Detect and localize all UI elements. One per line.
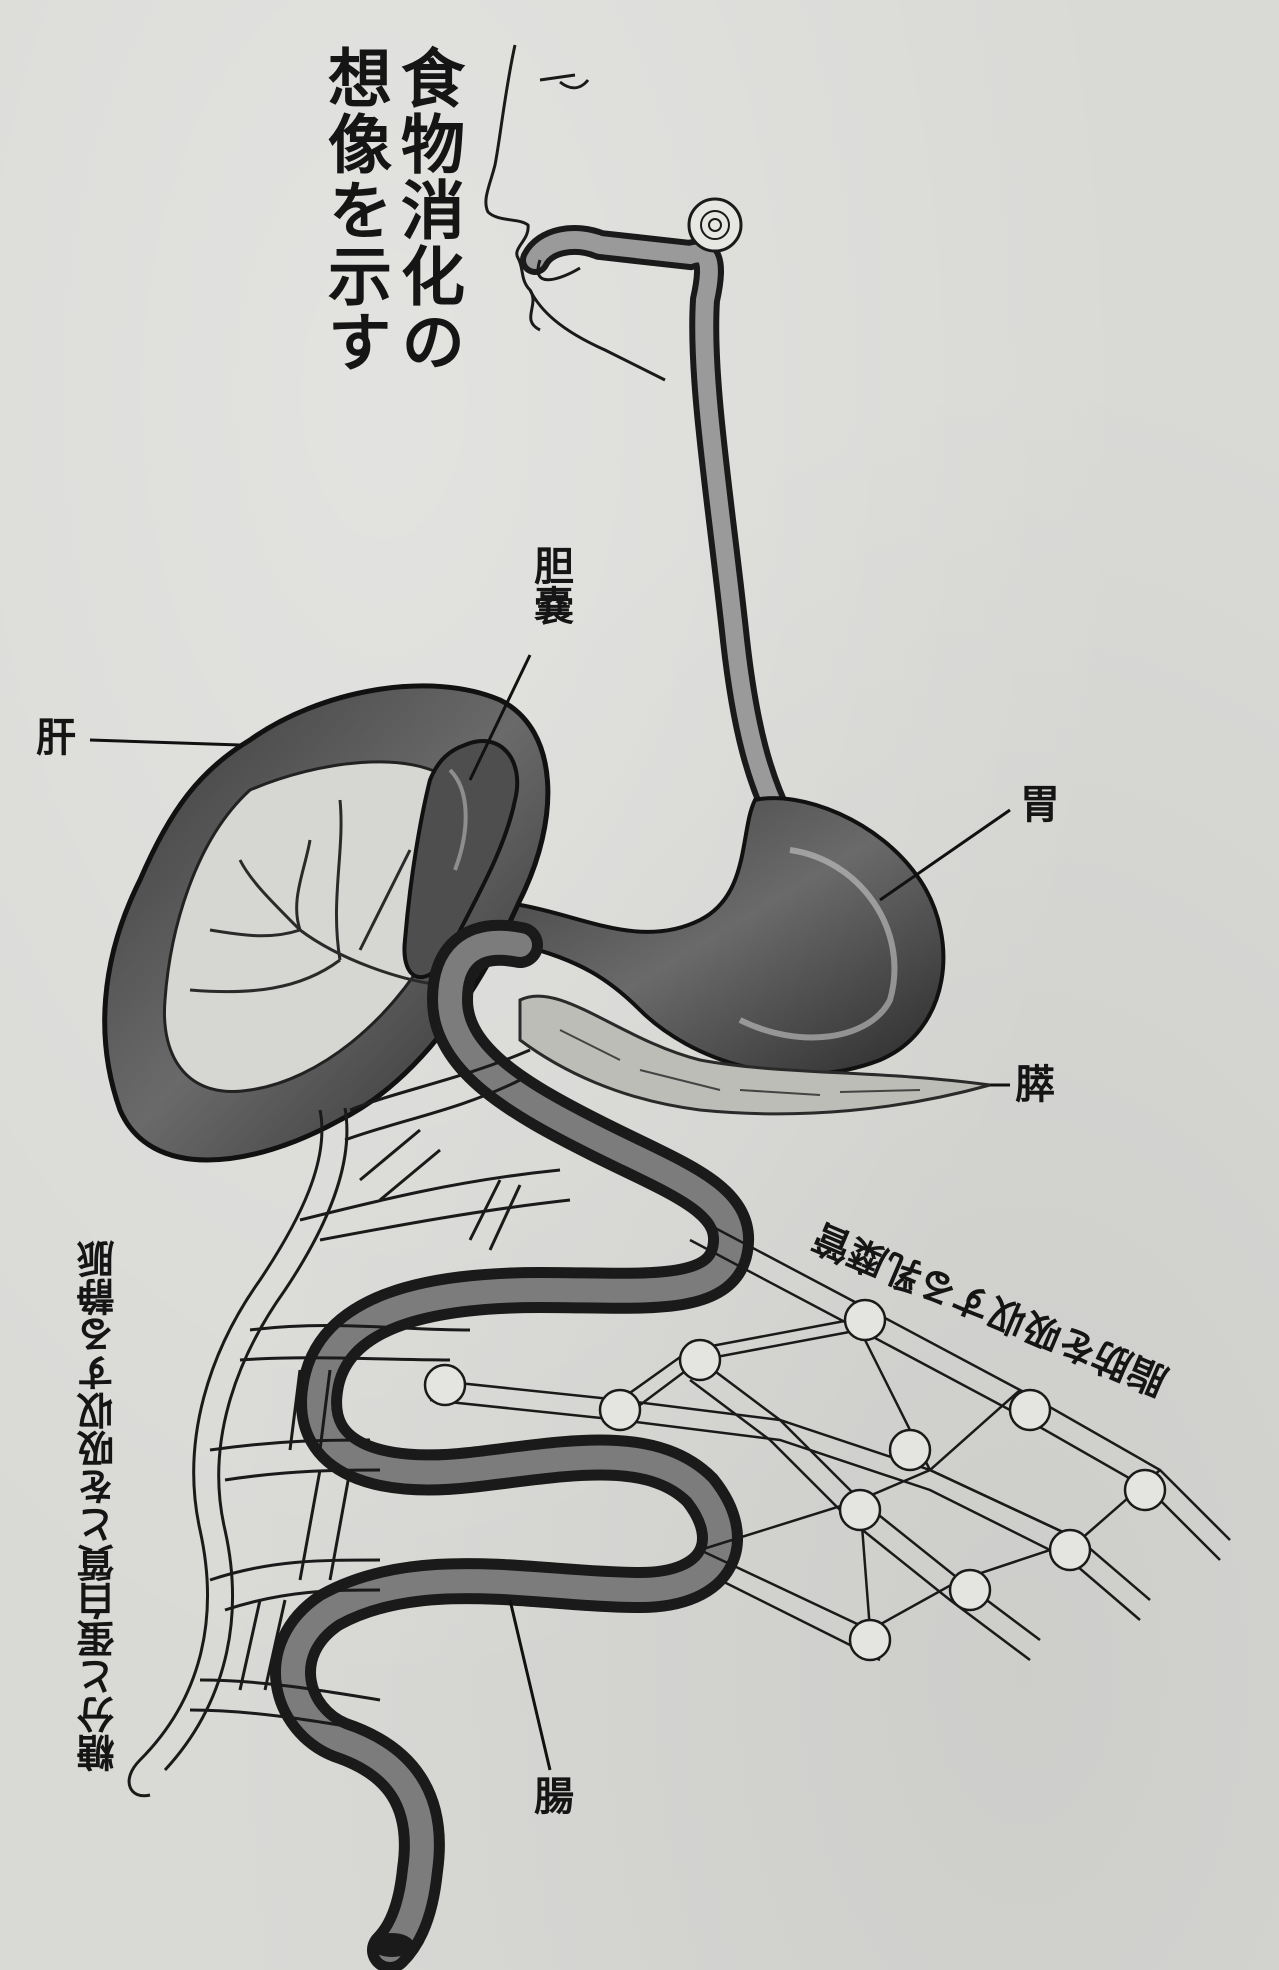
label-vein: 糖分と蛋白質とを吸収する静脈: [80, 1240, 118, 1772]
figure-title-line-2: 想像を示す: [322, 45, 386, 375]
label-stomach: 胃: [1020, 785, 1060, 825]
intestine-leader: [510, 1600, 550, 1770]
label-liver: 肝: [36, 718, 76, 758]
face-profile: [486, 45, 665, 380]
label-pancreas: 膵: [1015, 1065, 1055, 1105]
label-intestine: 腸: [530, 1775, 570, 1815]
liver-leader: [90, 740, 240, 745]
figure-title-line-1: 食物消化の: [395, 45, 459, 375]
label-gallbladder: 胆嚢: [530, 545, 570, 625]
esophagus: [535, 199, 780, 820]
